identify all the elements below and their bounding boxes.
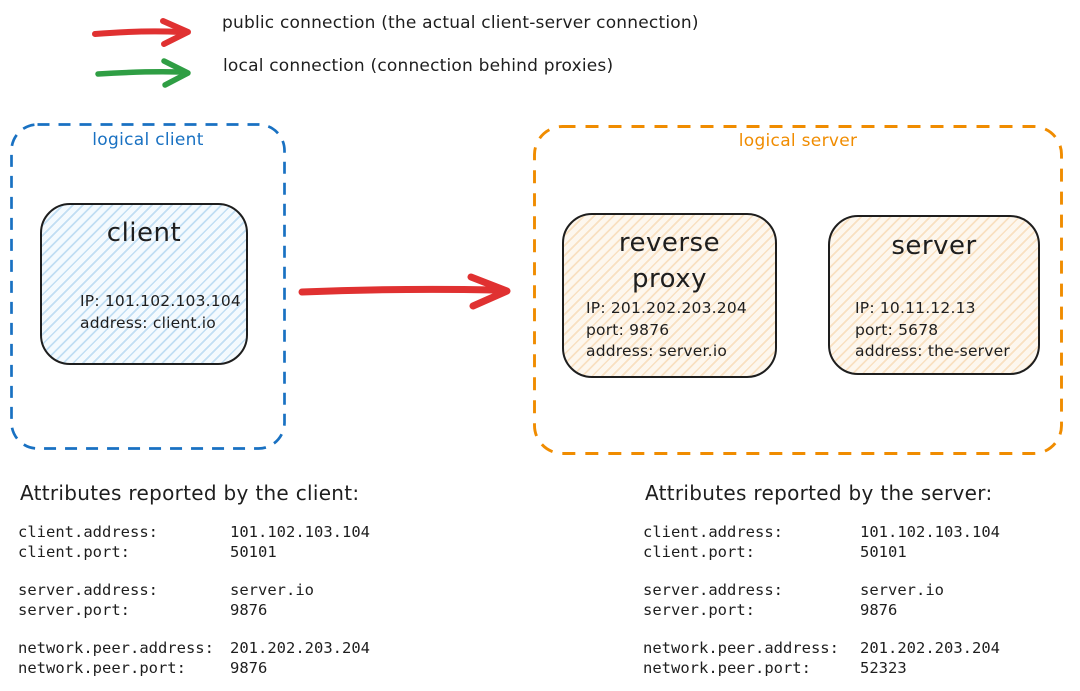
logical-server-boundary bbox=[533, 125, 1063, 455]
legend-local-connection-label: local connection (connection behind prox… bbox=[223, 56, 614, 76]
attribute-row: network.peer.port: 9876 bbox=[18, 658, 268, 677]
server-report-heading: Attributes reported by the server: bbox=[645, 481, 993, 505]
reverse-proxy-ip: IP: 201.202.203.204 bbox=[586, 299, 747, 317]
attribute-row: network.peer.address: 201.202.203.204 bbox=[643, 639, 1000, 657]
server-address: address: the-server bbox=[855, 342, 1010, 360]
attribute-row: server.port: 9876 bbox=[643, 600, 898, 619]
logical-server-label: logical server bbox=[738, 131, 858, 151]
reverse-proxy-node-title: reverse proxy bbox=[618, 228, 721, 294]
attribute-row: client.address: 101.102.103.104 bbox=[643, 523, 1000, 541]
client-report: client.address: 101.102.103.104 client.p… bbox=[18, 523, 370, 691]
logical-client-label: logical client bbox=[92, 130, 204, 150]
client-to-server-arrow bbox=[298, 273, 511, 310]
reverse-proxy-node: reverse proxy IP: 201.202.203.204 port: … bbox=[562, 213, 777, 378]
reverse-proxy-port: port: 9876 bbox=[586, 320, 670, 339]
client-report-group-client: client.address: 101.102.103.104 client.p… bbox=[18, 523, 370, 562]
attribute-row: server.port: 9876 bbox=[18, 600, 268, 619]
attribute-row: client.address: 101.102.103.104 bbox=[18, 523, 370, 541]
reverse-proxy-node-details: IP: 201.202.203.204 port: 9876 address: … bbox=[586, 298, 747, 363]
attribute-row: network.peer.port: 52323 bbox=[643, 658, 907, 677]
local-connection-arrow-icon bbox=[95, 58, 191, 88]
attribute-row: server.address: server.io bbox=[643, 581, 944, 599]
server-report-group-client: client.address: 101.102.103.104 client.p… bbox=[643, 523, 1000, 562]
client-node-details: IP: 101.102.103.104 address: client.io bbox=[80, 290, 241, 334]
server-report-group-server: server.address: server.io server.port: 9… bbox=[643, 581, 1000, 620]
client-node-title: client bbox=[106, 218, 182, 248]
server-report: client.address: 101.102.103.104 client.p… bbox=[643, 523, 1000, 691]
server-port: port: 5678 bbox=[855, 320, 939, 339]
server-ip: IP: 10.11.12.13 bbox=[855, 299, 976, 317]
public-connection-arrow-icon bbox=[92, 18, 191, 47]
server-node-title: server bbox=[891, 231, 977, 261]
reverse-proxy-address: address: server.io bbox=[586, 342, 728, 360]
client-report-group-network-peer: network.peer.address: 201.202.203.204 ne… bbox=[18, 639, 370, 678]
client-address: address: client.io bbox=[80, 314, 216, 332]
attribute-row: network.peer.address: 201.202.203.204 bbox=[18, 639, 370, 657]
legend-public-connection-label: public connection (the actual client-ser… bbox=[222, 13, 699, 33]
server-node-details: IP: 10.11.12.13 port: 5678 address: the-… bbox=[855, 298, 1010, 363]
logical-client-boundary bbox=[10, 123, 286, 450]
attribute-row: client.port: 50101 bbox=[18, 542, 277, 561]
client-node: client IP: 101.102.103.104 address: clie… bbox=[40, 203, 248, 365]
client-ip: IP: 101.102.103.104 bbox=[80, 292, 241, 310]
server-report-group-network-peer: network.peer.address: 201.202.203.204 ne… bbox=[643, 639, 1000, 678]
client-report-group-server: server.address: server.io server.port: 9… bbox=[18, 581, 370, 620]
client-report-heading: Attributes reported by the client: bbox=[20, 481, 360, 505]
attribute-row: server.address: server.io bbox=[18, 581, 314, 599]
attribute-row: client.port: 50101 bbox=[643, 542, 907, 561]
server-node: server IP: 10.11.12.13 port: 5678 addres… bbox=[828, 215, 1040, 375]
